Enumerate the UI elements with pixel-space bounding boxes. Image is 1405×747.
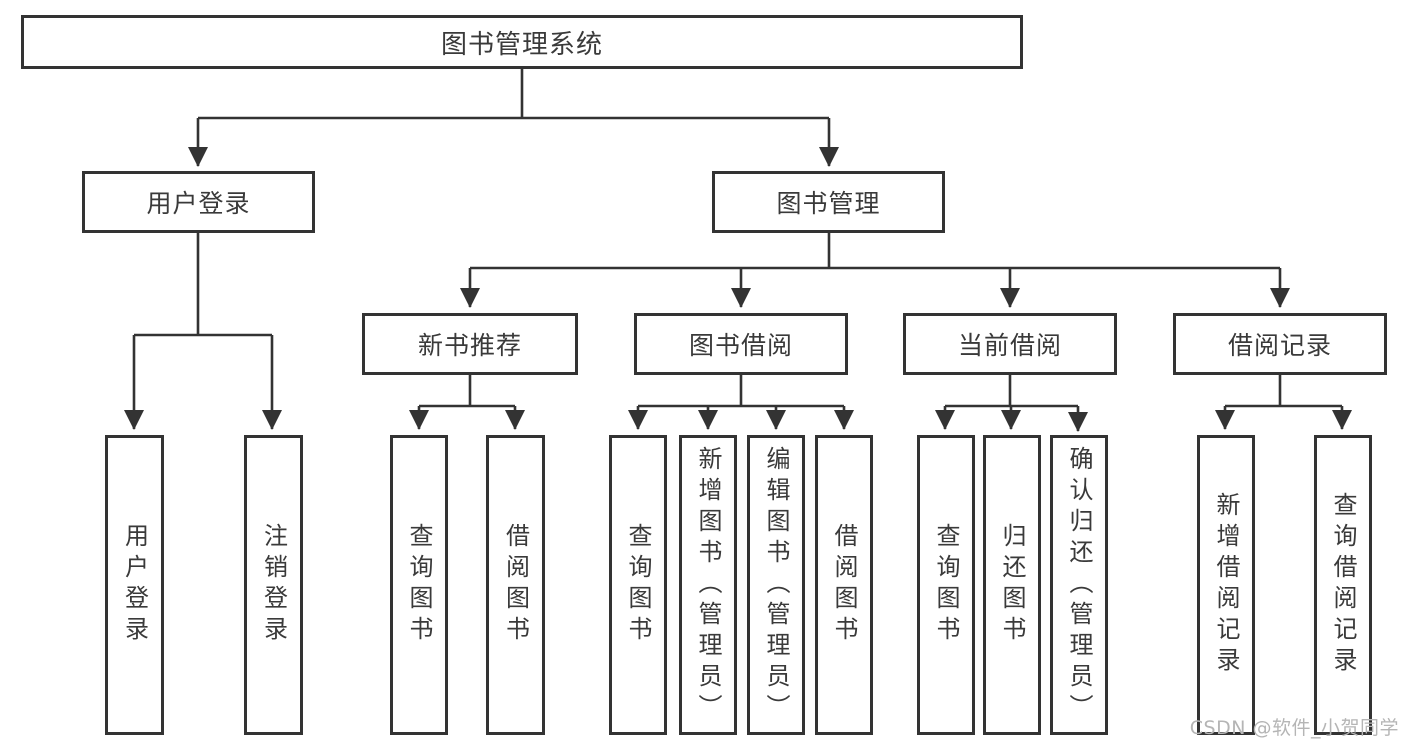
leaf-add-borrow-record-label: 新增借阅记录 [1212,492,1240,678]
leaf-query-books-recommend-label: 查询图书 [405,523,433,647]
leaf-edit-books-admin: 编辑图书（管理员） [747,435,805,735]
leaf-user-login: 用户登录 [105,435,164,735]
leaf-user-login-label: 用户登录 [120,523,149,647]
leaf-logout-login: 注销登录 [244,435,303,735]
node-new-book-recommend: 新书推荐 [362,313,578,375]
leaf-return-books: 归还图书 [983,435,1041,735]
leaf-query-books-borrowing-label: 查询图书 [624,523,652,647]
node-current-borrowing-label: 当前借阅 [957,331,1062,360]
leaf-query-books-current-label: 查询图书 [932,523,960,647]
node-user-login: 用户登录 [82,171,315,233]
leaf-return-books-label: 归还图书 [998,523,1026,647]
node-book-borrowing: 图书借阅 [634,313,848,375]
leaf-borrow-books-recommend: 借阅图书 [486,435,545,735]
node-book-borrowing-label: 图书借阅 [688,331,793,360]
leaf-query-borrow-record: 查询借阅记录 [1314,435,1372,735]
leaf-query-borrow-record-label: 查询借阅记录 [1329,492,1357,678]
node-book-management-label: 图书管理 [776,189,881,218]
leaf-add-borrow-record: 新增借阅记录 [1197,435,1255,735]
leaf-confirm-return-admin: 确认归还（管理员） [1050,435,1108,735]
leaf-add-books-admin: 新增图书（管理员） [679,435,737,735]
leaf-query-books-recommend: 查询图书 [390,435,448,735]
leaf-add-books-admin-label: 新增图书（管理员） [694,445,722,725]
node-current-borrowing: 当前借阅 [903,313,1117,375]
node-borrowing-records-label: 借阅记录 [1227,331,1332,360]
leaf-borrow-books-recommend-label: 借阅图书 [501,523,530,647]
node-book-management: 图书管理 [712,171,945,233]
leaf-edit-books-admin-label: 编辑图书（管理员） [762,445,790,725]
node-library-system: 图书管理系统 [21,15,1023,69]
leaf-logout-login-label: 注销登录 [259,523,288,647]
watermark: CSDN @软件_小贺同学 [1189,717,1399,739]
node-user-login-label: 用户登录 [146,189,251,218]
leaf-borrow-books-borrowing: 借阅图书 [815,435,873,735]
leaf-query-books-current: 查询图书 [917,435,975,735]
leaf-confirm-return-admin-label: 确认归还（管理员） [1065,445,1093,725]
leaf-borrow-books-borrowing-label: 借阅图书 [830,523,858,647]
node-library-system-label: 图书管理系统 [440,29,603,60]
leaf-query-books-borrowing: 查询图书 [609,435,667,735]
node-new-book-recommend-label: 新书推荐 [417,331,522,360]
node-borrowing-records: 借阅记录 [1173,313,1387,375]
